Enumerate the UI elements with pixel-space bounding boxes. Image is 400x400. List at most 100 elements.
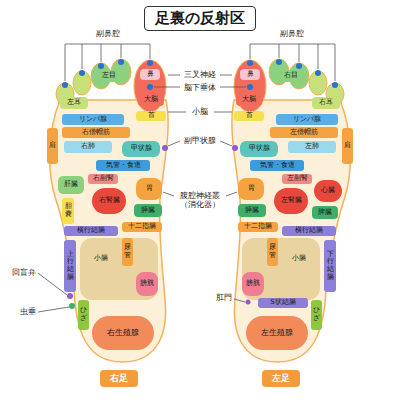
reflex-zone: 胃 bbox=[136, 178, 162, 200]
zone-name: 右生殖腺 bbox=[107, 329, 139, 338]
reflex-zone: 大脳 bbox=[236, 94, 262, 106]
leader-line bbox=[38, 273, 67, 295]
reflex-zone: リンパ腺 bbox=[62, 114, 124, 125]
zone-name: 膀胱 bbox=[140, 280, 154, 288]
zone-name: 肩 bbox=[344, 142, 351, 150]
reflex-zone: 右僧帽筋 bbox=[62, 127, 130, 138]
leader-line bbox=[234, 299, 245, 302]
right-foot-sole bbox=[50, 44, 186, 362]
zone-name: 右目 bbox=[284, 72, 298, 80]
zone-name: 横行結腸 bbox=[77, 227, 105, 235]
zone-name: 甲状腺 bbox=[249, 145, 270, 153]
sinus-dot bbox=[62, 82, 68, 88]
zone-name: 気管・食道 bbox=[106, 162, 141, 170]
zone-name: 左生殖腺 bbox=[261, 329, 293, 338]
zone-name: 鼻 bbox=[147, 71, 154, 79]
zone-name: 胃 bbox=[146, 185, 153, 193]
zone-name: 胃 bbox=[248, 185, 255, 193]
callout-label: 脳下垂体 bbox=[183, 83, 217, 92]
zone-name: 左副腎 bbox=[287, 175, 308, 183]
sinus-dot bbox=[147, 60, 153, 66]
zone-name: 横行結腸 bbox=[295, 227, 323, 235]
reflex-zone: 左肺 bbox=[288, 141, 336, 153]
leader-line bbox=[168, 112, 186, 113]
reflex-zone: 左目 bbox=[96, 70, 122, 82]
zone-name: 膵臓 bbox=[141, 207, 155, 215]
zone-name: リンパ腺 bbox=[293, 116, 321, 124]
left-foot-sole bbox=[214, 44, 350, 362]
zone-name: 膀胱 bbox=[246, 280, 260, 288]
reflex-zone: 十二指腸 bbox=[238, 222, 278, 232]
reflex-zone: 左僧帽筋 bbox=[270, 127, 338, 138]
zone-name: 下行結腸 bbox=[327, 251, 334, 282]
zone-name: 右足 bbox=[110, 374, 128, 384]
reflex-zone: 尿管 bbox=[267, 238, 278, 266]
foot-tag: 右足 bbox=[100, 370, 138, 387]
reflex-zone: 上行結腸 bbox=[64, 240, 76, 292]
reflex-zone: 胆嚢 bbox=[62, 198, 74, 224]
parathyroid-dot bbox=[162, 145, 168, 151]
zone-name: 肝臓 bbox=[64, 181, 78, 189]
reflex-zone: 左耳 bbox=[60, 97, 88, 109]
big-toe bbox=[134, 60, 166, 112]
zone-name: 尿管 bbox=[269, 244, 276, 259]
reflex-zone: 肩 bbox=[47, 128, 58, 164]
zone-name: 小腸 bbox=[292, 255, 306, 263]
zone-name: 十二指腸 bbox=[244, 223, 272, 231]
pituitary-dot bbox=[147, 84, 153, 90]
zone-name: 左耳 bbox=[67, 99, 81, 107]
reflex-zone: 首 bbox=[136, 111, 166, 121]
reflex-zone: 甲状腺 bbox=[122, 141, 160, 157]
sinus-leader bbox=[65, 44, 150, 81]
reflex-zone: 右耳 bbox=[312, 97, 340, 109]
reflex-zone: 首 bbox=[234, 111, 264, 121]
reflex-zone: 横行結腸 bbox=[64, 226, 118, 236]
callout-label: 腹腔神経叢 （消化器） bbox=[174, 191, 226, 209]
zone-name: 左肺 bbox=[305, 143, 319, 151]
zone-name: 胆嚢 bbox=[65, 203, 72, 218]
zone-name: 膵臓 bbox=[245, 207, 259, 215]
zone-name: 右副腎 bbox=[93, 175, 114, 183]
zone-name: ひざ bbox=[80, 307, 87, 322]
zone-name: 首 bbox=[246, 112, 253, 120]
callout-label: 副鼻腔 bbox=[95, 29, 121, 38]
intestine-area bbox=[80, 238, 158, 300]
valve-dot bbox=[67, 293, 73, 299]
reflex-zone: S状結腸 bbox=[258, 298, 308, 308]
zone-name: 左目 bbox=[102, 72, 116, 80]
zone-name: 脾臓 bbox=[318, 209, 332, 217]
zone-name: 右腎臓 bbox=[99, 197, 120, 205]
reflex-zone: ひざ bbox=[78, 300, 89, 330]
reflex-zone: 膀胱 bbox=[242, 272, 264, 296]
zone-name: 首 bbox=[148, 112, 155, 120]
reflex-zone: 肩 bbox=[342, 128, 353, 164]
sinus-dot bbox=[118, 59, 124, 65]
zone-name: 小腸 bbox=[94, 255, 108, 263]
zone-name: 大脳 bbox=[144, 96, 158, 104]
reflex-zone: 鼻 bbox=[240, 69, 260, 80]
leader-line bbox=[168, 141, 180, 146]
reflex-zone: 大脳 bbox=[138, 94, 164, 106]
zone-name: 心臓 bbox=[321, 187, 335, 195]
zone-name: 肩 bbox=[49, 142, 56, 150]
zone-name: 右僧帽筋 bbox=[82, 129, 110, 137]
leader-line bbox=[154, 87, 180, 88]
reflex-zone: 気管・食道 bbox=[250, 160, 304, 171]
zone-name: 十二指腸 bbox=[128, 223, 156, 231]
sinus-dot bbox=[98, 63, 104, 69]
reflex-zone: 十二指腸 bbox=[122, 222, 162, 232]
zone-name: 左僧帽筋 bbox=[290, 129, 318, 137]
zone-name: 上行結腸 bbox=[67, 251, 74, 282]
leader-line bbox=[163, 192, 174, 196]
callout-label: 副鼻腔 bbox=[279, 29, 305, 38]
zone-name: 気管・食道 bbox=[260, 162, 295, 170]
foot-tag: 左足 bbox=[262, 370, 300, 387]
reflex-zone: 左生殖腺 bbox=[246, 316, 308, 350]
reflex-zone: 膵臓 bbox=[134, 204, 162, 217]
sole-outline bbox=[50, 100, 169, 362]
callout-label: 小脳 bbox=[191, 107, 209, 116]
reflex-zone: 下行結腸 bbox=[324, 240, 336, 292]
zone-name: S状結腸 bbox=[270, 299, 295, 307]
reflex-zone: 右副腎 bbox=[88, 174, 118, 184]
